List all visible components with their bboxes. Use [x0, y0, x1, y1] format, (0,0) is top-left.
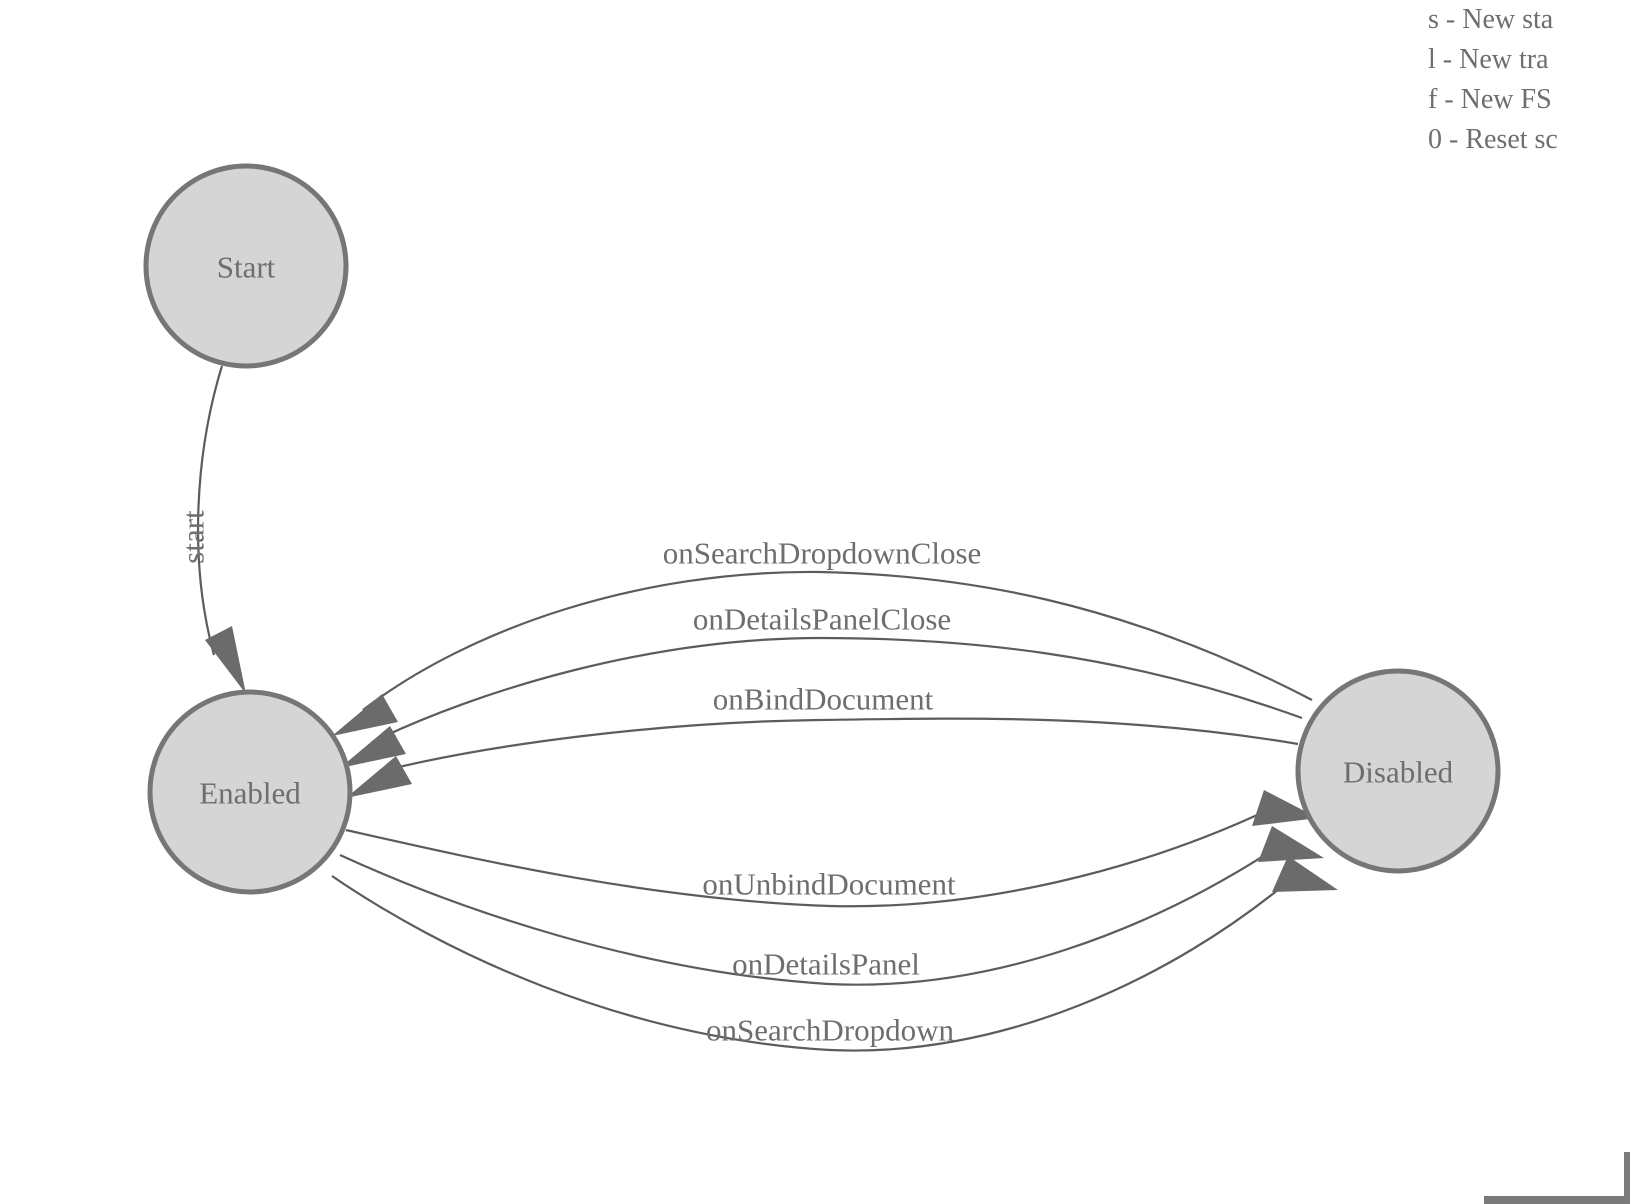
edge-on-search-dropdown-close[interactable]: [332, 570, 1313, 736]
edge-on-details-panel-close-arrowhead: [340, 726, 406, 768]
edge-on-bind-document-arrowhead: [346, 756, 412, 798]
edge-label-on-unbind-document: onUnbindDocument: [702, 867, 956, 902]
edge-label-on-details-panel: onDetailsPanel: [732, 947, 920, 982]
edge-on-bind-document-path: [377, 717, 1299, 774]
legend-item-reset-scale: 0 - Reset sc: [1428, 124, 1558, 155]
node-enabled-circle: [147, 689, 353, 895]
legend-item-new-fsm: f - New FS: [1428, 84, 1552, 115]
keyboard-shortcuts-legend: s - New sta l - New tra f - New FS 0 - R…: [1428, 0, 1632, 160]
edge-label-on-search-dropdown-close: onSearchDropdownClose: [663, 536, 982, 571]
edge-label-start: start: [176, 510, 211, 564]
edge-on-search-dropdown[interactable]: [331, 856, 1338, 1052]
node-enabled-label: Enabled: [199, 776, 301, 811]
edge-on-unbind-document-path: [345, 809, 1269, 908]
edge-on-search-dropdown-path: [331, 875, 1291, 1052]
edge-on-search-dropdown-close-arrowhead: [332, 694, 398, 736]
edge-on-unbind-document[interactable]: [345, 790, 1318, 908]
node-disabled[interactable]: Disabled: [1295, 668, 1501, 874]
edge-start-path: [196, 365, 224, 656]
edge-label-on-details-panel-close: onDetailsPanelClose: [693, 602, 951, 637]
edge-label-on-bind-document: onBindDocument: [713, 682, 934, 717]
edge-on-search-dropdown-arrowhead: [1272, 856, 1338, 892]
edge-on-details-panel-close[interactable]: [340, 636, 1303, 768]
edge-start-arrowhead: [205, 626, 246, 694]
edge-label-on-search-dropdown: onSearchDropdown: [706, 1013, 954, 1048]
legend-item-new-transition: l - New tra: [1428, 44, 1549, 75]
horizontal-scrollbar[interactable]: [1484, 1196, 1624, 1204]
edge-on-unbind-document-arrowhead: [1252, 790, 1318, 826]
node-start[interactable]: Start: [143, 163, 349, 369]
edge-on-details-panel-close-path: [371, 636, 1303, 743]
edge-on-details-panel-path: [339, 847, 1277, 986]
edge-on-details-panel[interactable]: [339, 826, 1324, 986]
vertical-scrollbar[interactable]: [1624, 1152, 1630, 1204]
node-disabled-label: Disabled: [1343, 755, 1454, 790]
node-enabled[interactable]: Enabled: [147, 689, 353, 895]
node-start-label: Start: [217, 250, 276, 285]
edge-on-bind-document[interactable]: [346, 717, 1299, 798]
node-disabled-circle: [1295, 668, 1501, 874]
node-start-circle: [143, 163, 349, 369]
edge-on-details-panel-arrowhead: [1258, 826, 1324, 862]
edge-start[interactable]: [196, 365, 246, 694]
edge-on-search-dropdown-close-path: [362, 570, 1313, 711]
legend-item-new-state: s - New sta: [1428, 4, 1554, 35]
